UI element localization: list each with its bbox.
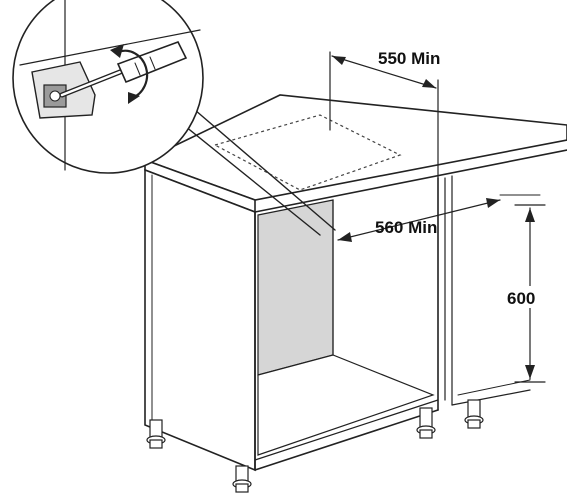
depth-dimension-label: 550 Min <box>378 49 440 68</box>
dimension-width: 560 Min <box>337 194 541 242</box>
worktop <box>142 94 567 214</box>
rotate-clockwise-icon <box>110 44 149 104</box>
cabinet-leg <box>464 399 484 429</box>
width-dimension-label: 560 Min <box>375 218 437 237</box>
cabinet-back-panel <box>257 199 334 376</box>
cabinet-leg <box>416 407 436 439</box>
dimension-height: 600 <box>505 204 546 383</box>
cabinet-leg <box>146 419 166 449</box>
base-cabinet <box>144 168 531 472</box>
screwdriver-icon <box>59 41 188 98</box>
fixing-detail-callout <box>12 0 336 236</box>
dimension-depth: 550 Min <box>329 49 440 179</box>
height-dimension-label: 600 <box>507 289 535 308</box>
fixing-bracket <box>31 61 96 119</box>
cabinet-base-shelf <box>257 354 435 456</box>
cabinet-leg <box>232 465 252 493</box>
cabinet-legs <box>146 399 484 493</box>
